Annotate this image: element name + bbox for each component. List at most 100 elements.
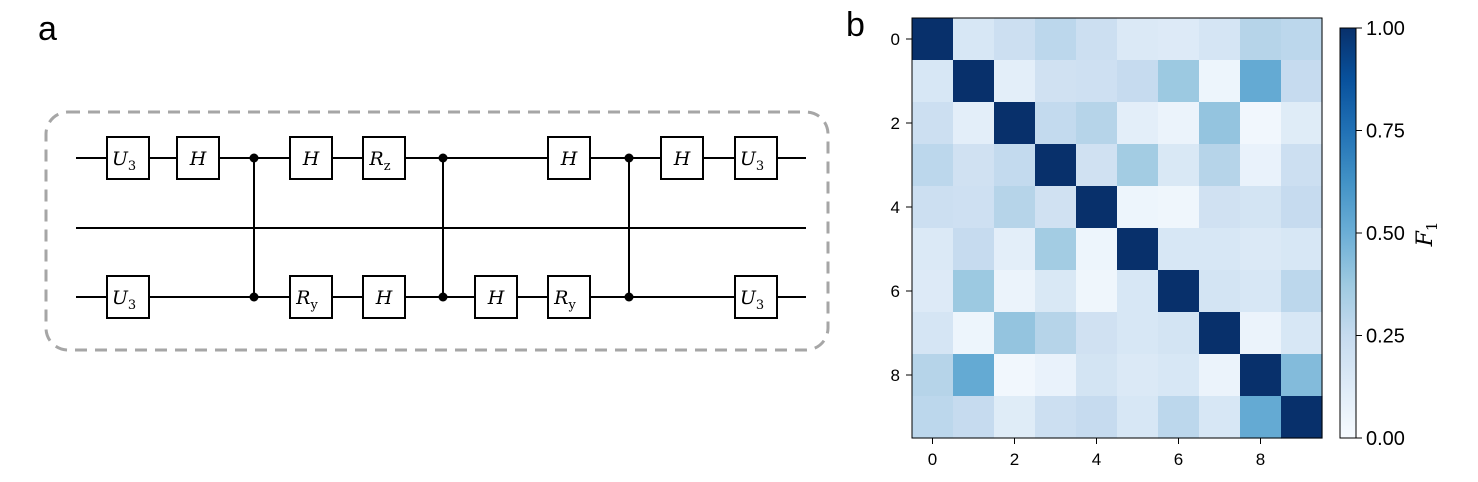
gate-rz: Rz [362, 136, 406, 180]
heatmap-cell [953, 396, 995, 439]
gate-h: H [547, 136, 591, 180]
heatmap-cell [1117, 396, 1159, 439]
colorbar-tick-label: 0.25 [1366, 326, 1405, 348]
heatmap-cell [1158, 312, 1200, 355]
svg-text:H: H [375, 287, 393, 309]
x-tick-label: 6 [1174, 450, 1183, 469]
heatmap-cell [1199, 396, 1241, 439]
colorbar-ticks: 0.000.250.500.751.00 [1356, 18, 1405, 450]
heatmap-cell [1076, 102, 1118, 145]
heatmap-cell [1281, 60, 1323, 103]
heatmap-cell [1117, 18, 1159, 61]
heatmap-cell [953, 102, 995, 145]
gate-u3: U3 [734, 275, 778, 319]
gate-u3: U3 [106, 136, 150, 180]
heatmap-cell [1281, 102, 1323, 145]
heatmap-cell [994, 270, 1036, 313]
heatmap-cell [1035, 228, 1077, 271]
heatmap-cell [953, 144, 995, 187]
heatmap-cell [1117, 186, 1159, 229]
heatmap-cell [1035, 396, 1077, 439]
heatmap-cell [1240, 354, 1282, 397]
heatmap-cell [1076, 312, 1118, 355]
heatmap-cell [1076, 18, 1118, 61]
heatmap-cell [994, 18, 1036, 61]
heatmap-cell [1199, 60, 1241, 103]
heatmap-cell [1199, 312, 1241, 355]
gate-h: H [362, 275, 406, 319]
heatmap-cells [912, 18, 1323, 439]
heatmap-cell [1281, 186, 1323, 229]
heatmap-cell [953, 60, 995, 103]
heatmap-cell [994, 144, 1036, 187]
heatmap-cell [1281, 396, 1323, 439]
control-dot [249, 292, 259, 302]
heatmap-cell [1035, 270, 1077, 313]
control-dot [438, 153, 448, 163]
y-tick-label: 4 [891, 198, 900, 217]
heatmap-cell [1035, 312, 1077, 355]
x-tick-label: 0 [928, 450, 937, 469]
control-dot [249, 153, 259, 163]
heatmap-cell [1035, 186, 1077, 229]
heatmap-cell [1158, 186, 1200, 229]
heatmap-cell [1240, 18, 1282, 61]
heatmap-cell [1199, 144, 1241, 187]
gate-h: H [474, 275, 518, 319]
heatmap-cell [1199, 18, 1241, 61]
heatmap-cell [1117, 144, 1159, 187]
svg-text:H: H [189, 148, 207, 170]
heatmap-cell [1117, 270, 1159, 313]
heatmap-cell [1076, 396, 1118, 439]
heatmap-cell [1199, 270, 1241, 313]
control-dot [624, 153, 634, 163]
x-tick-label: 8 [1256, 450, 1265, 469]
heatmap-cell [1117, 354, 1159, 397]
x-tick-label: 2 [1010, 450, 1019, 469]
heatmap-cell [1035, 354, 1077, 397]
heatmap-cell [1240, 228, 1282, 271]
colorbar-tick-label: 0.75 [1366, 121, 1405, 143]
gate-ry: Ry [289, 275, 333, 319]
circuit-dashed-frame [44, 110, 830, 352]
heatmap-cell [912, 186, 954, 229]
heatmap-cell [912, 18, 954, 61]
heatmap-cell [1035, 60, 1077, 103]
heatmap-cell [1076, 60, 1118, 103]
control-dot [624, 292, 634, 302]
heatmap-cell [1158, 18, 1200, 61]
heatmap-frame [911, 17, 1323, 439]
heatmap-cell [912, 60, 954, 103]
gate-u3: U3 [734, 136, 778, 180]
y-tick-label: 0 [891, 30, 900, 49]
svg-text:H: H [673, 148, 691, 170]
heatmap-cell [953, 186, 995, 229]
heatmap-cell [953, 270, 995, 313]
heatmap-cell [1035, 144, 1077, 187]
svg-text:H: H [302, 148, 320, 170]
heatmap-cell [1199, 228, 1241, 271]
heatmap-cell [994, 102, 1036, 145]
heatmap-cell [1158, 354, 1200, 397]
heatmap-cell [912, 270, 954, 313]
heatmap-cell [1158, 60, 1200, 103]
heatmap-cell [1240, 60, 1282, 103]
heatmap-cell [994, 354, 1036, 397]
heatmap-cell [1281, 312, 1323, 355]
heatmap-cell [912, 144, 954, 187]
heatmap-cell [1281, 354, 1323, 397]
heatmap-cell [1076, 270, 1118, 313]
heatmap-cell [1199, 102, 1241, 145]
y-tick-label: 2 [891, 114, 900, 133]
heatmap-cell [1199, 354, 1241, 397]
heatmap-cell [1117, 102, 1159, 145]
heatmap-cell [994, 60, 1036, 103]
heatmap-cell [953, 312, 995, 355]
colorbar-tick-label: 1.00 [1366, 18, 1405, 40]
heatmap-cell [994, 396, 1036, 439]
gate-h: H [176, 136, 220, 180]
heatmap-cell [1076, 354, 1118, 397]
